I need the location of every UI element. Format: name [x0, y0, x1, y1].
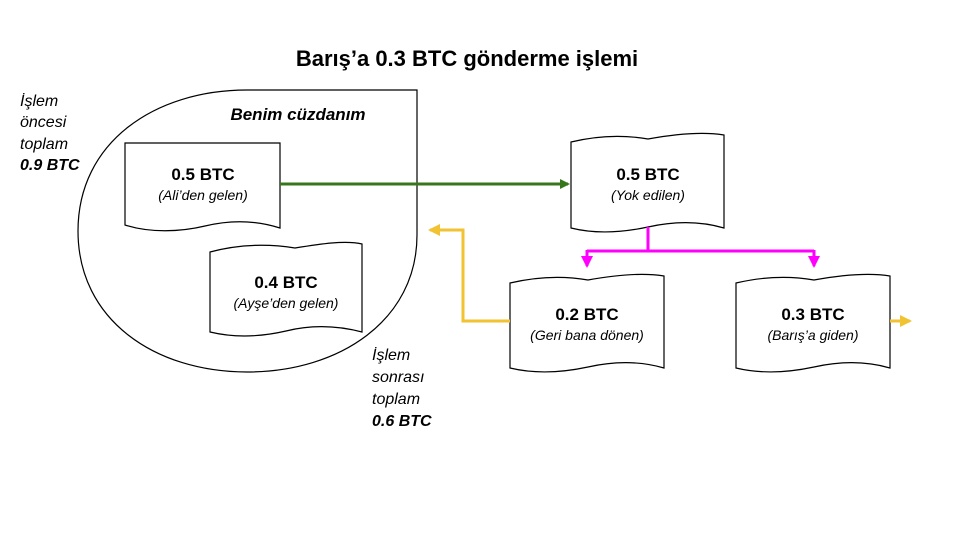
note-after: İşlem sonrası toplam 0.6 BTC [372, 345, 432, 430]
note-total: 0.6 BTC [372, 413, 432, 430]
coin-source: (Yok edilen) [611, 187, 685, 203]
split-arrows [581, 227, 820, 268]
note-line: İşlem [372, 345, 410, 364]
change-return-arrow [428, 224, 510, 323]
note-line: sonrası [372, 369, 424, 386]
coin-document-baris: 0.3 BTC (Barış’a giden) [735, 273, 891, 373]
diagram-title: Barış’a 0.3 BTC gönderme işlemi [296, 46, 638, 71]
note-line: toplam [372, 391, 420, 408]
coin-document-ali: 0.5 BTC (Ali’den gelen) [124, 142, 281, 232]
coin-document-ayse: 0.4 BTC (Ayşe’den gelen) [209, 241, 363, 337]
coin-source: (Barış’a giden) [767, 327, 858, 343]
coin-amount: 0.4 BTC [254, 273, 317, 292]
coin-document-change: 0.2 BTC (Geri bana dönen) [509, 273, 665, 373]
coin-amount: 0.2 BTC [555, 305, 618, 324]
coin-amount: 0.5 BTC [616, 165, 679, 184]
coin-source: (Ayşe’den gelen) [234, 295, 339, 311]
note-line: toplam [20, 136, 68, 153]
note-line: İşlem [20, 91, 58, 110]
wallet-label: Benim cüzdanım [230, 105, 365, 124]
note-line: öncesi [20, 114, 67, 131]
coin-source: (Geri bana dönen) [530, 327, 644, 343]
coin-source: (Ali’den gelen) [158, 187, 248, 203]
note-before: İşlem öncesi toplam 0.9 BTC [20, 91, 80, 174]
coin-document-destroyed: 0.5 BTC (Yok edilen) [570, 132, 725, 233]
coin-amount: 0.3 BTC [781, 305, 844, 324]
coin-amount: 0.5 BTC [171, 165, 234, 184]
note-total: 0.9 BTC [20, 157, 80, 174]
